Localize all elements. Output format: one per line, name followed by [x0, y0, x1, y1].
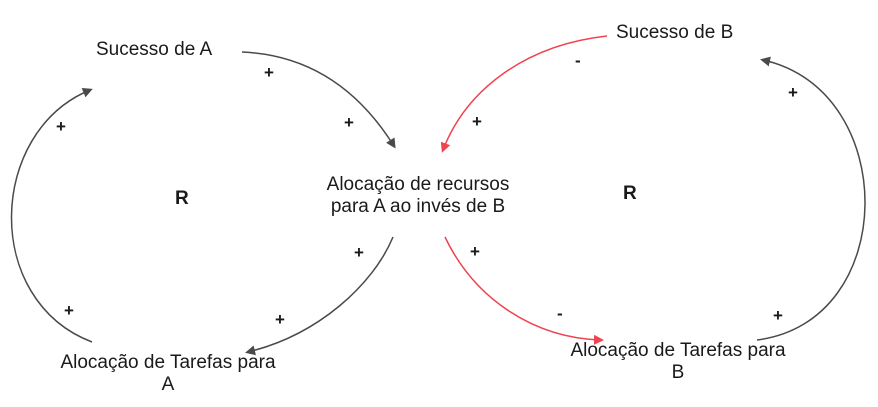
polarity-sign: +	[64, 301, 74, 320]
polarity-sign: +	[354, 243, 364, 262]
node-alocacao-tarefas-b: Alocação de Tarefas para B	[540, 340, 816, 384]
polarity-sign: +	[788, 83, 798, 102]
arrow-sucesso-b-to-alocacao	[440, 35, 608, 153]
arrow-alocacao-to-tarefas-b	[444, 236, 604, 345]
node-alocacao-tarefas-a-line-1: Alocação de Tarefas para	[60, 352, 276, 373]
polarity-sign: +	[264, 63, 274, 82]
polarity-sign: +	[773, 306, 783, 325]
polarity-sign: -	[575, 51, 581, 70]
node-alocacao-tarefas-a: Alocação de Tarefas para A	[30, 352, 306, 396]
loop-label-left: R	[175, 188, 189, 209]
node-sucesso-a-label: Sucesso de A	[96, 39, 213, 60]
polarity-sign: +	[56, 117, 66, 136]
polarity-sign: +	[470, 242, 480, 261]
polarity-sign: +	[344, 113, 354, 132]
polarity-sign: +	[472, 112, 482, 131]
node-sucesso-b: Sucesso de B	[616, 22, 733, 44]
arrow-sucesso-a-to-alocacao	[241, 51, 396, 149]
node-alocacao-recursos-line-1: Alocação de recursos	[326, 174, 510, 195]
node-alocacao-recursos-line-2: para A ao invés de B	[330, 196, 506, 217]
arrow-alocacao-to-tarefas-a	[245, 236, 394, 356]
polarity-sign: +	[275, 310, 285, 329]
node-alocacao-recursos: Alocação de recursos para A ao invés de …	[300, 174, 536, 218]
arrow-tarefas-a-to-sucesso-a	[10, 88, 93, 343]
loop-label-right: R	[623, 183, 637, 204]
node-alocacao-tarefas-b-line-2: B	[671, 362, 685, 383]
arrow-tarefas-b-to-sucesso-b	[756, 56, 866, 341]
node-sucesso-b-label: Sucesso de B	[616, 22, 734, 43]
node-alocacao-tarefas-b-line-1: Alocação de Tarefas para	[570, 340, 786, 361]
polarity-sign: -	[557, 304, 563, 323]
node-alocacao-tarefas-a-line-2: A	[161, 374, 175, 395]
node-sucesso-a: Sucesso de A	[96, 39, 212, 61]
